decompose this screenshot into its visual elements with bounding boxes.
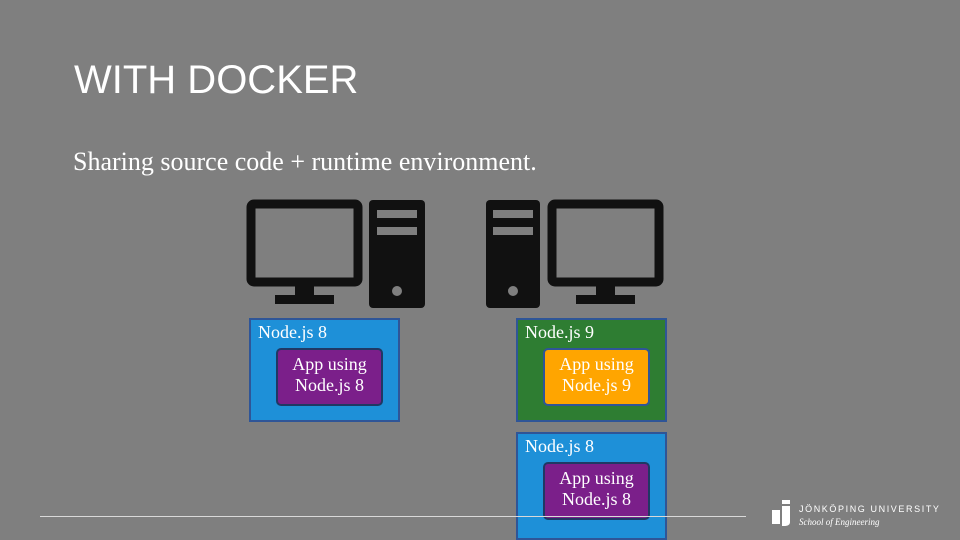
slide-subtitle: Sharing source code + runtime environmen…: [73, 147, 537, 176]
app-label-line2: Node.js 9: [562, 375, 631, 395]
runtime-environment-node8-box: Node.js 8 App using Node.js 8: [249, 318, 400, 422]
footer-divider: [40, 516, 746, 517]
app-box: App using Node.js 8: [276, 348, 383, 406]
runtime-label: Node.js 8: [258, 322, 327, 342]
university-name: JÖNKÖPING UNIVERSITY: [799, 504, 941, 514]
university-logo-icon: [772, 500, 790, 526]
runtime-label: Node.js 8: [525, 436, 594, 456]
app-label-line2: Node.js 8: [562, 489, 631, 509]
runtime-label: Node.js 9: [525, 322, 594, 342]
runtime-environment-node8-box: Node.js 8 App using Node.js 8: [516, 432, 667, 540]
school-name: School of Engineering: [799, 517, 880, 527]
app-label-line1: App using: [292, 354, 367, 374]
app-box: App using Node.js 8: [543, 462, 650, 520]
app-label-line1: App using: [559, 354, 634, 374]
app-label-line1: App using: [559, 468, 634, 488]
desktop-computer-icon: [246, 199, 425, 308]
runtime-environment-node9-box: Node.js 9 App using Node.js 9: [516, 318, 667, 422]
desktop-computer-icon: [486, 199, 664, 308]
app-box: App using Node.js 9: [543, 348, 650, 406]
slide-title: WITH DOCKER: [74, 58, 359, 102]
app-label-line2: Node.js 8: [295, 375, 364, 395]
